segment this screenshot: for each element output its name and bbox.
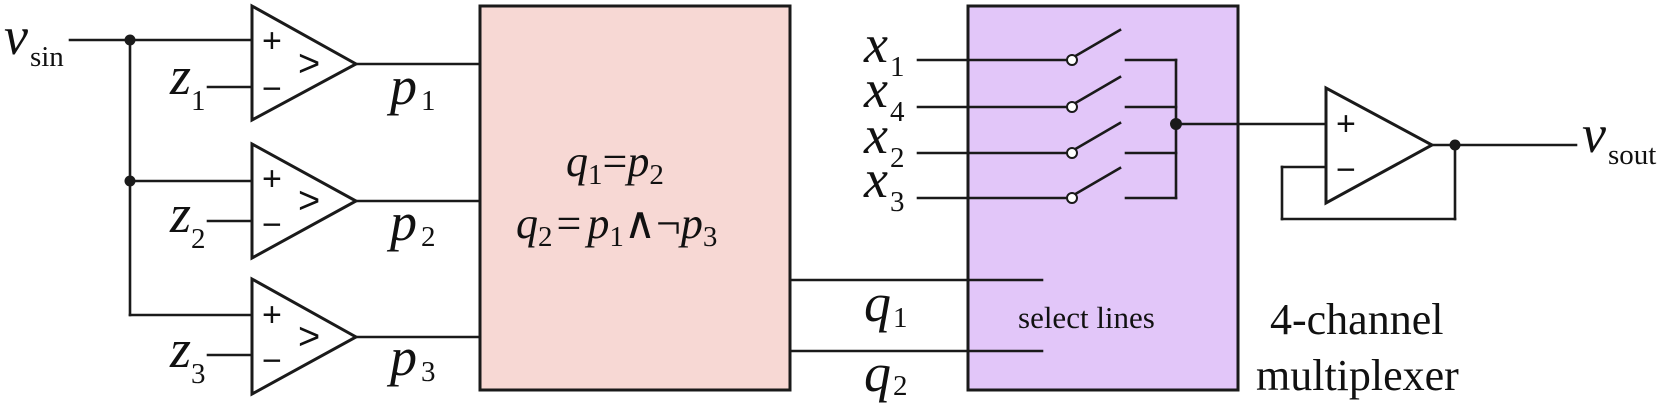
comparator-3: + − > <box>250 276 360 397</box>
comparator-3-symbol: > <box>298 316 320 358</box>
ref-label-3: z3 <box>169 319 206 390</box>
output-label: vsout <box>1582 104 1656 171</box>
comparator-3-plus: + <box>262 296 282 334</box>
logic-block <box>478 4 792 392</box>
comparator-3-minus: − <box>262 342 282 380</box>
mux-caption-line1: 4-channel <box>1270 295 1443 344</box>
ref-label-2: z2 <box>169 184 206 255</box>
select-wires <box>788 278 1044 353</box>
buffer-minus: − <box>1336 151 1356 189</box>
comparator-2-symbol: > <box>298 180 320 222</box>
junction-dot <box>124 175 136 187</box>
comparator-1-symbol: > <box>298 43 320 85</box>
switch-4 <box>1066 166 1122 204</box>
comparator-1: + − > <box>250 3 360 123</box>
comparator-2-plus: + <box>262 160 282 198</box>
comparator-1-plus: + <box>262 22 282 60</box>
select-label-q1: q1 <box>864 273 908 334</box>
junction-dot <box>1170 118 1182 130</box>
select-label-q2: q2 <box>864 343 908 403</box>
comparator-2-minus: − <box>262 206 282 244</box>
mux-input-label-x2: x2 <box>863 105 904 174</box>
output-buffer: + − <box>1324 85 1436 206</box>
junction-dot <box>1449 139 1461 151</box>
input-wires <box>68 38 254 357</box>
mux-input-label-x1: x1 <box>863 14 904 83</box>
mux-input-label-x4: x4 <box>863 59 905 128</box>
mux-input-wires <box>916 58 1070 200</box>
logic-equation-1: q1=p2 <box>566 137 664 191</box>
buffer-plus: + <box>1336 105 1356 143</box>
switch-3 <box>1066 121 1122 159</box>
switch-1 <box>1066 28 1122 66</box>
ref-label-1: z1 <box>169 46 206 117</box>
junction-dot <box>124 34 136 46</box>
comparator-2: + − > <box>250 141 360 261</box>
select-lines-text: select lines <box>1018 300 1155 335</box>
mux-input-label-x3: x3 <box>863 149 904 218</box>
comparator-1-minus: − <box>262 70 282 108</box>
logic-equation-2: q2=p1∧¬p3 <box>516 199 717 253</box>
comparator-output-wires <box>354 62 482 339</box>
input-label: vsin <box>4 6 64 73</box>
switch-bus <box>1124 58 1328 200</box>
mux-caption-line2: multiplexer <box>1256 351 1459 400</box>
switch-2 <box>1066 75 1122 113</box>
